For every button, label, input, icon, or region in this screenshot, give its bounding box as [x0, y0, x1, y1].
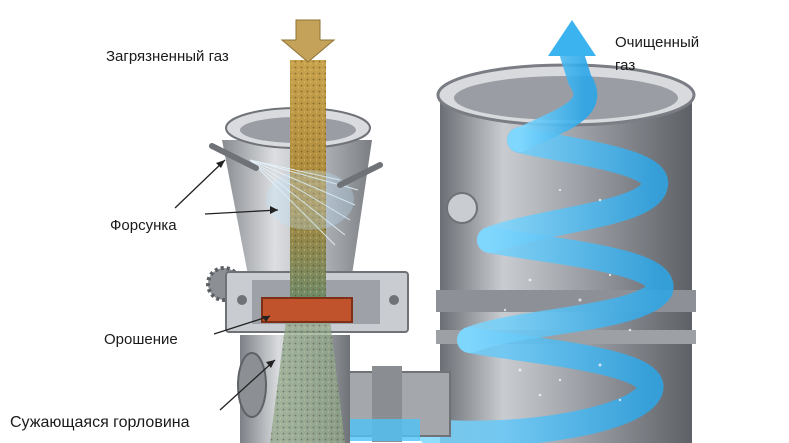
- nozzle-pipe-right: [337, 162, 383, 188]
- bolt-icon: [237, 295, 247, 305]
- callout-nozzle-line-2: [204, 209, 279, 215]
- stream-lower-texture: [270, 320, 345, 443]
- tank-side-port: [446, 192, 478, 224]
- callout-nozzle-line: [174, 159, 226, 209]
- throat-label: Сужающаяся горловина: [10, 414, 190, 431]
- nozzle-pipe: [209, 143, 259, 171]
- clean-gas-label-line1: Очищенный: [615, 34, 700, 51]
- clean-gas-label-line2: газ: [615, 57, 636, 74]
- callout-irrigation-line: [213, 315, 271, 335]
- side-wheel: [237, 352, 267, 418]
- up-swirl-arrow-icon: [548, 20, 596, 56]
- swirl-top: [508, 43, 598, 152]
- callout-throat-line: [219, 359, 276, 411]
- nozzle-label: Форсунка: [110, 217, 177, 234]
- swirl-mid-low: [457, 227, 674, 353]
- dirty-gas-label: Загрязненный газ: [106, 48, 229, 65]
- spray-cone: [249, 159, 359, 246]
- down-arrow-icon: [280, 19, 336, 63]
- callout-lines: [174, 159, 279, 411]
- swirl-mid-high: [477, 127, 668, 253]
- irrigation-plate: [261, 297, 353, 323]
- bolt-icon: [389, 295, 399, 305]
- tank-top-opening: [454, 76, 678, 120]
- irrigation-label: Орошение: [104, 331, 178, 348]
- clean-gas-label: Очищенный газ: [615, 31, 699, 77]
- swirl-bottom: [417, 327, 664, 443]
- clean-gas-swirl: [417, 43, 674, 443]
- callout-arrowheads: [216, 160, 278, 368]
- tank-particles: [503, 188, 632, 402]
